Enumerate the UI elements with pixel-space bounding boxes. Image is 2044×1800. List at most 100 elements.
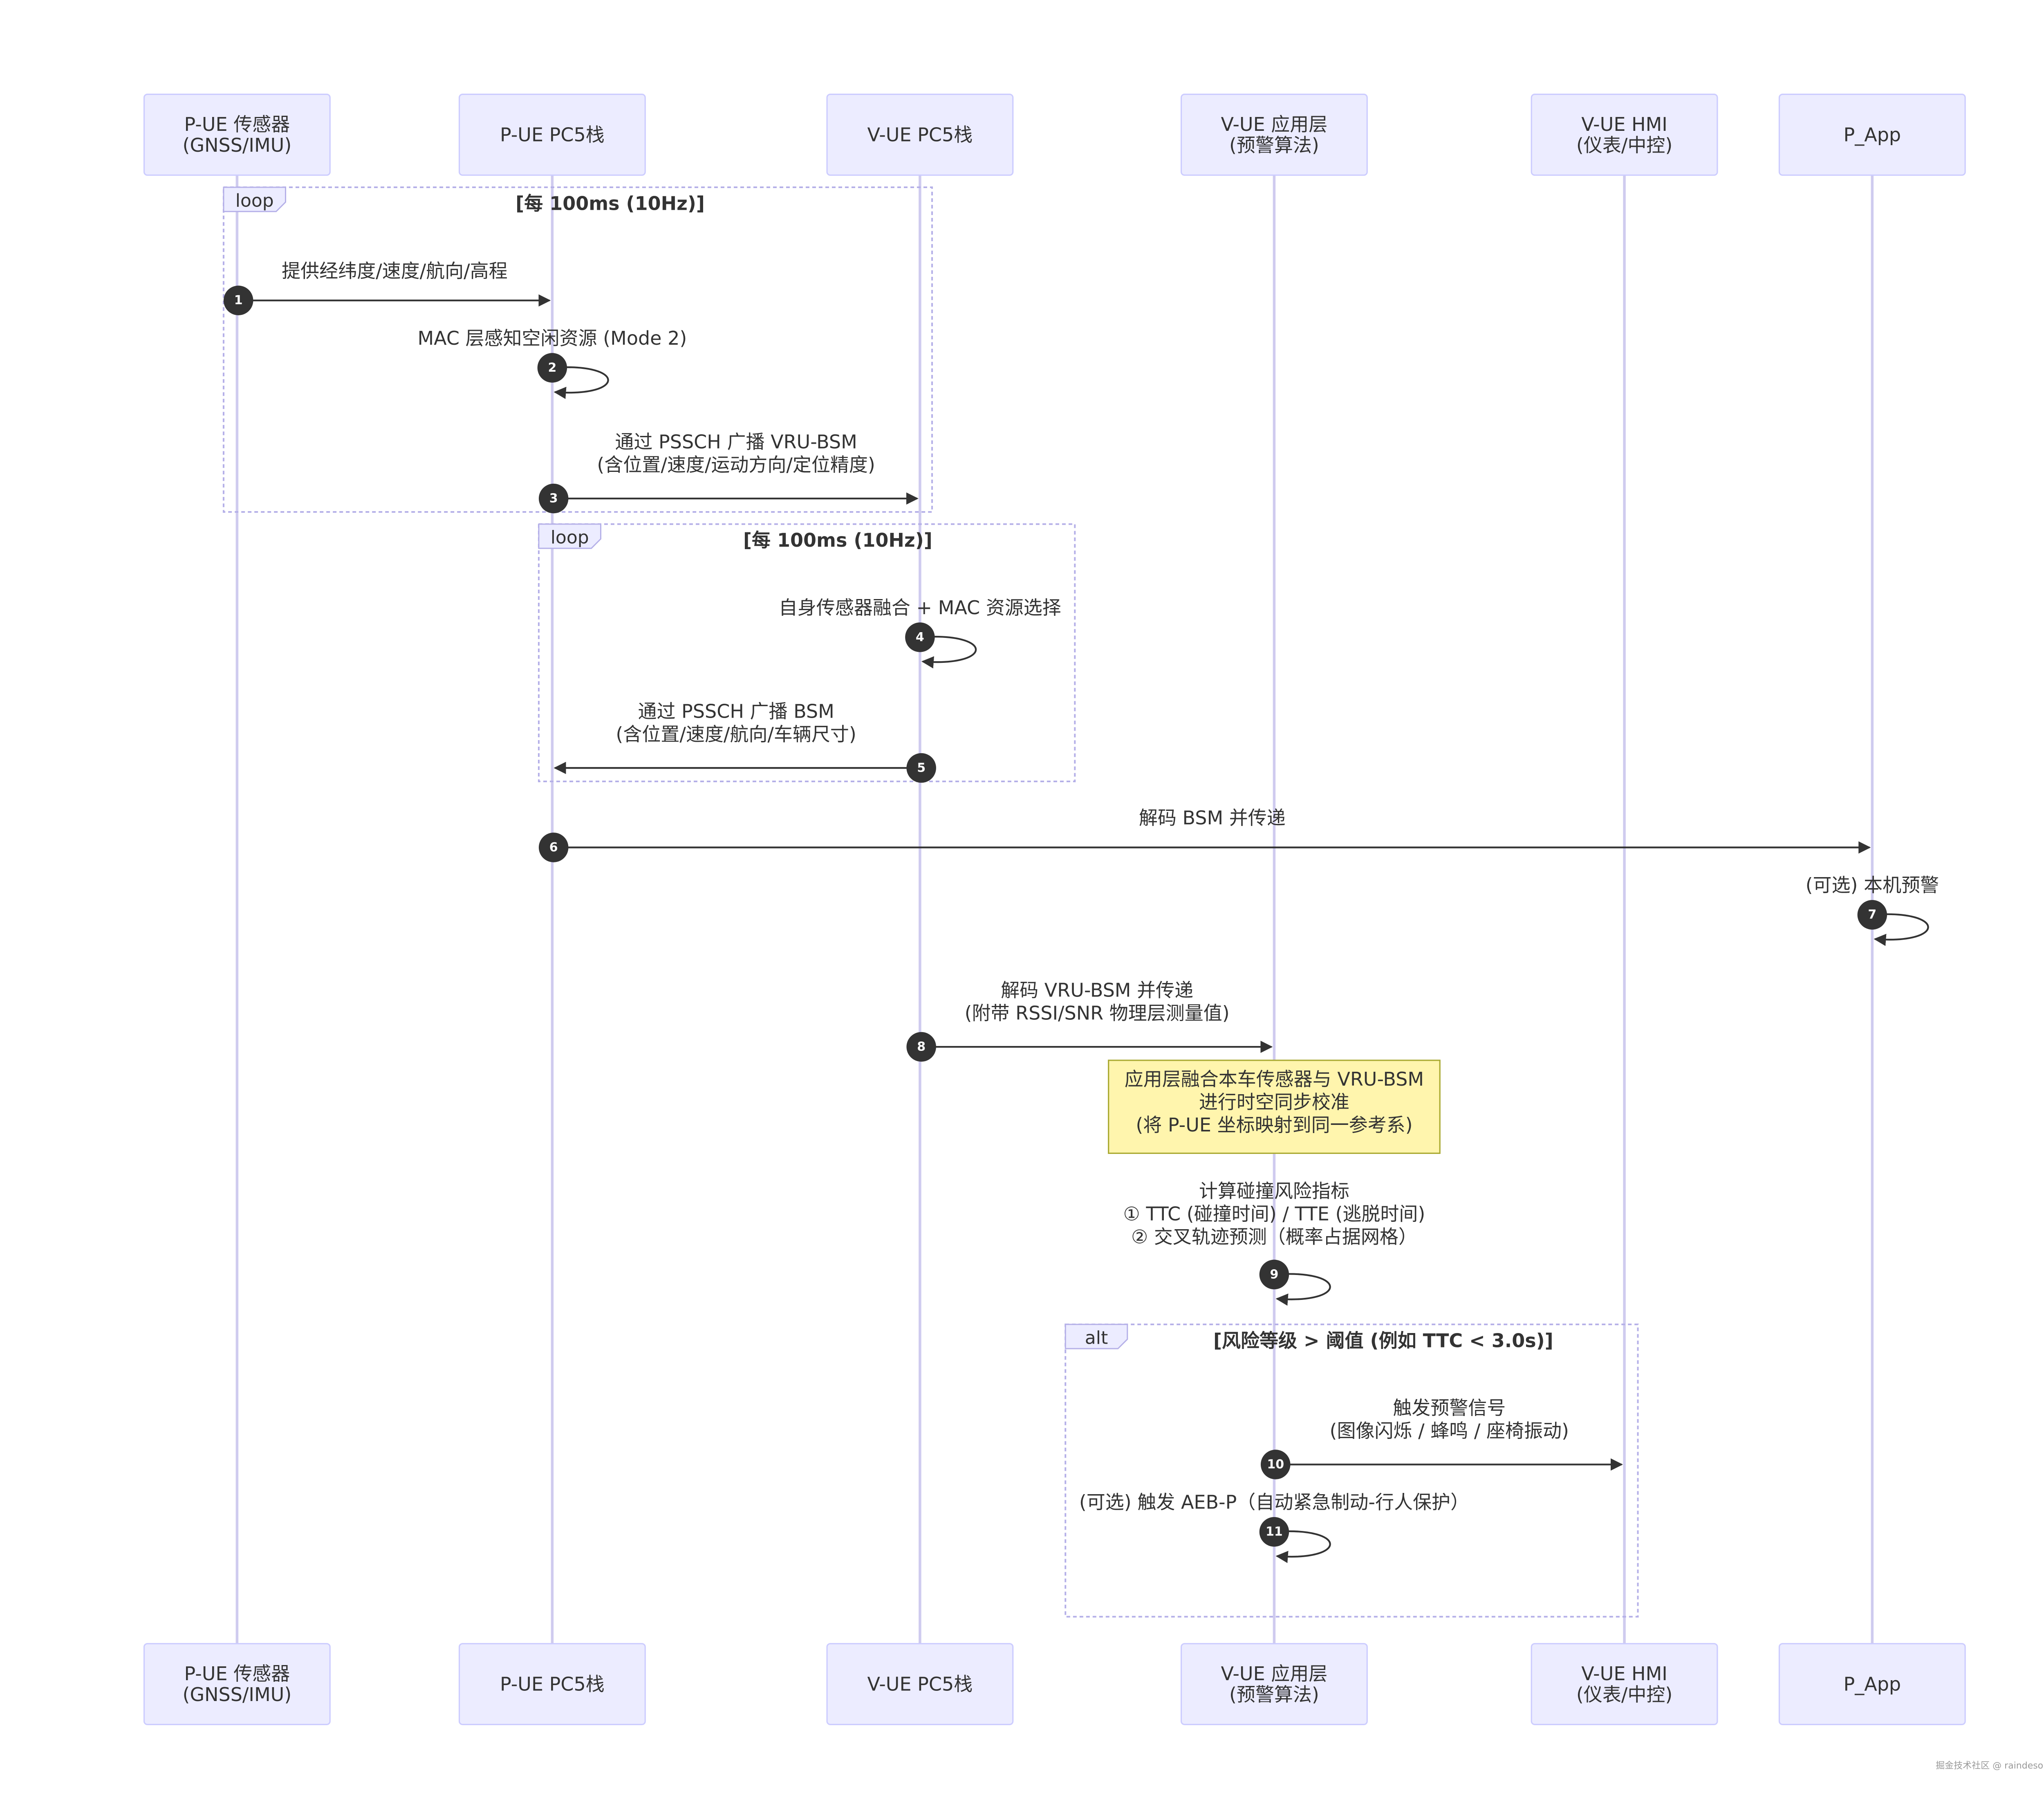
frame-condition: [每 100ms (10Hz)]	[515, 193, 705, 215]
message-label: MAC 层感知空闲资源 (Mode 2)	[417, 327, 687, 349]
note-text: (将 P-UE 坐标映射到同一参考系)	[1136, 1114, 1412, 1136]
participant-label: P_App	[1844, 123, 1901, 146]
participant-v_hmi-top: V-UE HMI(仪表/中控)	[1531, 94, 1718, 176]
participant-label: P_App	[1844, 1673, 1901, 1695]
participant-p_sensor-bottom: P-UE 传感器(GNSS/IMU)	[143, 1643, 331, 1725]
self-message-arrow	[1872, 913, 1929, 946]
message-label: 自身传感器融合 + MAC 资源选择	[779, 597, 1061, 619]
message-label: 通过 PSSCH 广播 VRU-BSM	[615, 431, 857, 453]
frame-border	[1065, 1323, 1639, 1618]
sequence-number-badge	[538, 483, 569, 514]
participant-v_pc5-bottom: V-UE PC5栈	[826, 1643, 1014, 1725]
self-message-arrow	[920, 636, 977, 669]
participant-p_sensor-top: P-UE 传感器(GNSS/IMU)	[143, 94, 331, 176]
participant-label: V-UE 应用层	[1221, 113, 1328, 135]
participant-box	[1778, 94, 1966, 176]
sequence-number: 2	[548, 361, 556, 375]
frame-condition: [每 100ms (10Hz)]	[743, 529, 932, 551]
frame-condition: [风险等级 > 阈值 (例如 TTC < 3.0s)]	[1213, 1329, 1553, 1351]
message-5: 通过 PSSCH 广播 BSM(含位置/速度/航向/车辆尺寸) 5	[554, 700, 936, 783]
participant-box	[1180, 1643, 1368, 1725]
participant-label: P-UE PC5栈	[500, 123, 605, 146]
message-label: (含位置/速度/运动方向/定位精度)	[597, 454, 875, 476]
message-label: (图像闪烁 / 蜂鸣 / 座椅振动)	[1330, 1420, 1569, 1442]
frame-kind-label: loop	[235, 190, 274, 211]
participant-label: V-UE HMI	[1581, 1663, 1667, 1685]
participant-label: V-UE PC5栈	[867, 1673, 973, 1695]
sequence-number: 5	[917, 761, 926, 775]
sequence-number-badge	[1857, 900, 1887, 930]
participant-label: V-UE HMI	[1581, 113, 1667, 135]
sequence-number: 11	[1266, 1525, 1283, 1539]
message-label: 通过 PSSCH 广播 BSM	[638, 700, 834, 723]
sequence-number: 8	[917, 1040, 926, 1054]
message-label: (可选) 触发 AEB-P（自动紧急制动-行人保护）	[1079, 1491, 1469, 1513]
frame-kind-label: loop	[551, 527, 589, 548]
participant-label: V-UE PC5栈	[867, 123, 973, 146]
participant-v_pc5-top: V-UE PC5栈	[826, 94, 1014, 176]
participant-v_app-top: V-UE 应用层(预警算法)	[1180, 94, 1368, 176]
sequence-number: 1	[234, 293, 243, 307]
participant-box	[143, 94, 331, 176]
message-label: ① TTC (碰撞时间) / TTE (逃脱时间)	[1123, 1203, 1425, 1225]
participant-v_hmi-bottom: V-UE HMI(仪表/中控)	[1531, 1643, 1718, 1725]
frame-tab	[538, 523, 601, 549]
participant-box	[1778, 1643, 1966, 1725]
participant-box	[1531, 94, 1718, 176]
message-label: 触发预警信号	[1393, 1397, 1506, 1419]
sequence-number-badge	[906, 1032, 936, 1062]
participant-box	[143, 1643, 331, 1725]
participant-v_app-bottom: V-UE 应用层(预警算法)	[1180, 1643, 1368, 1725]
sequence-number: 3	[549, 492, 558, 506]
participant-box	[458, 1643, 646, 1725]
frame-kind-label: alt	[1085, 1327, 1108, 1348]
participant-p_app-top: P_App	[1778, 94, 1966, 176]
participant-label: V-UE 应用层	[1221, 1663, 1328, 1685]
participant-label: P-UE 传感器	[184, 1663, 290, 1685]
participant-label: (GNSS/IMU)	[183, 1683, 292, 1706]
frame-border	[222, 186, 933, 513]
self-message-arrow	[552, 366, 609, 399]
frame-alt: alt [风险等级 > 阈值 (例如 TTC < 3.0s)]	[1065, 1323, 1639, 1618]
message-label: 解码 VRU-BSM 并传递	[1001, 979, 1193, 1001]
message-1: 提供经纬度/速度/航向/高程 1	[223, 260, 551, 315]
participant-label: (预警算法)	[1229, 134, 1319, 156]
participant-p_pc5-bottom: P-UE PC5栈	[458, 1643, 646, 1725]
message-10: 触发预警信号(图像闪烁 / 蜂鸣 / 座椅振动) 10	[1260, 1397, 1623, 1479]
message-label: 解码 BSM 并传递	[1139, 807, 1286, 829]
sequence-number-badge	[906, 753, 936, 783]
message-3: 通过 PSSCH 广播 VRU-BSM(含位置/速度/运动方向/定位精度) 3	[538, 431, 919, 514]
participant-label: (仪表/中控)	[1576, 1683, 1672, 1706]
lifelines	[235, 175, 1874, 1644]
note-text: 应用层融合本车传感器与 VRU-BSM	[1125, 1068, 1424, 1090]
message-2: MAC 层感知空闲资源 (Mode 2) 2	[417, 327, 687, 399]
participant-box	[458, 94, 646, 176]
sequence-number: 9	[1270, 1267, 1278, 1282]
note-box	[1108, 1059, 1441, 1154]
sequence-number-badge	[1259, 1517, 1289, 1547]
sequence-number-badge	[1260, 1450, 1291, 1479]
participant-label: (预警算法)	[1229, 1683, 1319, 1706]
message-label: 计算碰撞风险指标	[1199, 1180, 1349, 1202]
frame-tab	[223, 186, 287, 212]
frame-loop: loop [每 100ms (10Hz)]	[538, 523, 1076, 783]
participant-label: P-UE PC5栈	[500, 1673, 605, 1695]
sequence-number: 10	[1267, 1457, 1284, 1472]
message-label: ② 交叉轨迹预测（概率占据网格）	[1131, 1226, 1417, 1248]
frame-tab	[1065, 1324, 1128, 1349]
sequence-number-badge	[537, 353, 567, 383]
watermark: 掘金技术社区 @ raindesound	[1936, 1761, 2044, 1771]
sequence-number-badge	[538, 833, 569, 862]
participant-box	[826, 1643, 1014, 1725]
participant-box	[826, 94, 1014, 176]
message-label: (含位置/速度/航向/车辆尺寸)	[616, 723, 856, 745]
participants-bottom: P-UE 传感器(GNSS/IMU) P-UE PC5栈 V-UE PC5栈 V-UE…	[143, 1643, 1966, 1725]
participant-label: P-UE 传感器	[184, 113, 290, 135]
sequence-number-badge	[223, 285, 253, 315]
message-label: 提供经纬度/速度/航向/高程	[282, 260, 508, 282]
